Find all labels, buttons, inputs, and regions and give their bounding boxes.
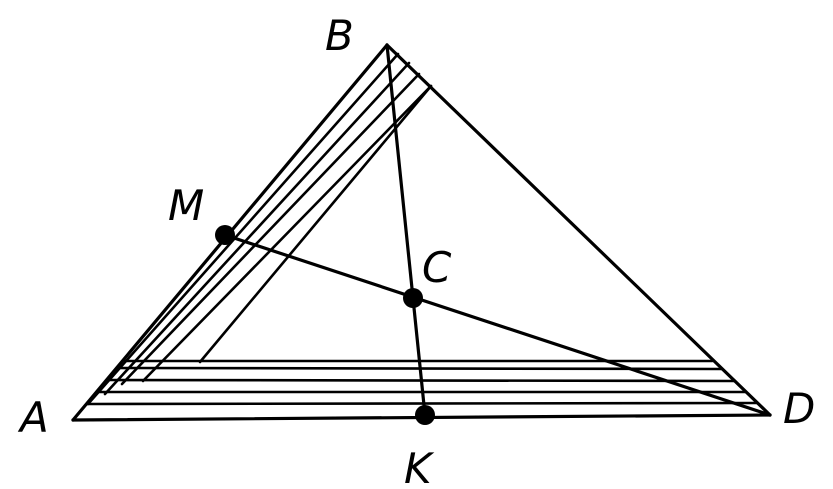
- point-m: [215, 225, 235, 245]
- label-b: B: [325, 11, 354, 60]
- label-a: A: [17, 393, 49, 442]
- point-c: [403, 288, 423, 308]
- side-bd: [385, 43, 772, 417]
- segment-bk: [385, 43, 427, 417]
- segment-md: [223, 233, 772, 417]
- label-m: M: [168, 181, 204, 230]
- label-c: C: [422, 243, 452, 292]
- label-d: D: [783, 384, 815, 433]
- hatch-strip-ab: [86, 52, 433, 406]
- label-k: K: [404, 444, 435, 489]
- point-k: [415, 405, 435, 425]
